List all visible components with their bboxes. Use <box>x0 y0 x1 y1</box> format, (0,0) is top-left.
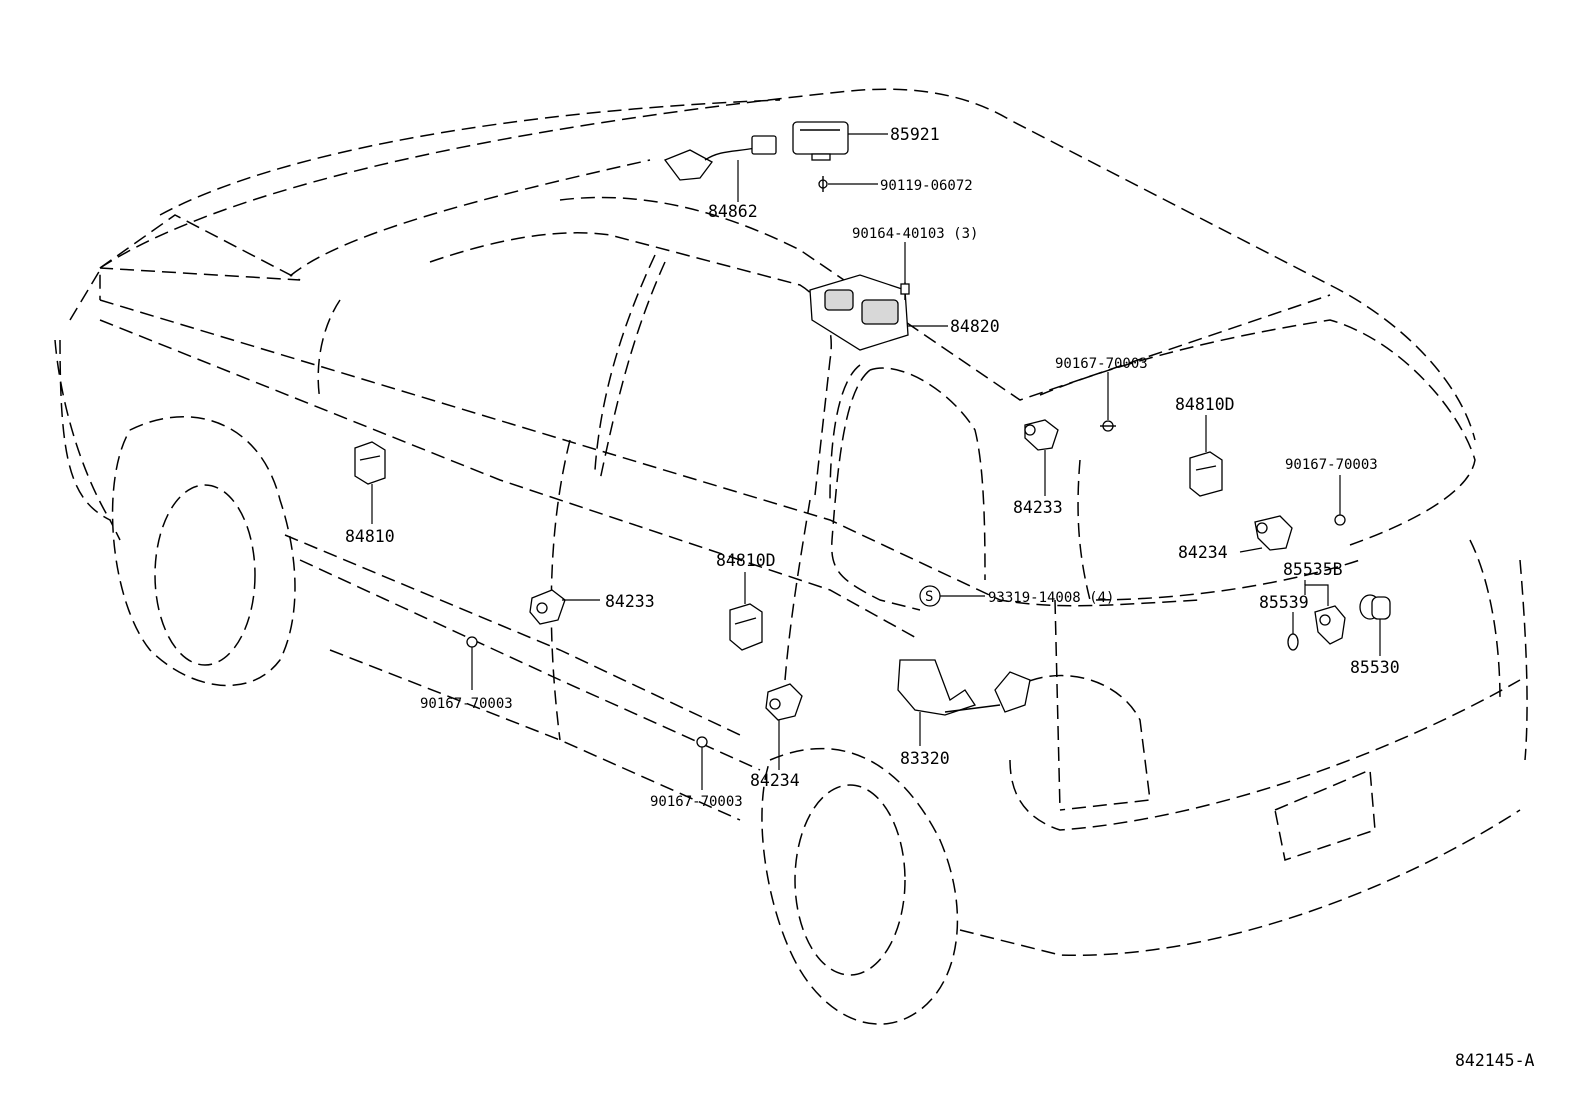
part-84862-wire-harness <box>663 135 777 181</box>
label-90167-70003-slide: 90167-70003 <box>650 794 743 810</box>
label-85535B: 85535B <box>1283 560 1343 579</box>
label-85539: 85539 <box>1259 593 1309 612</box>
part-90164-40103-screw <box>900 282 910 300</box>
s-mark-circle <box>919 585 941 607</box>
label-84233-rear: 84233 <box>1013 498 1063 517</box>
label-84233-front: 84233 <box>605 592 655 611</box>
label-85530: 85530 <box>1350 658 1400 677</box>
label-93319-14008: 93319-14008 (4) <box>988 590 1114 606</box>
part-84820-master-switch <box>809 274 909 351</box>
part-90167-70003-screw-b <box>1334 514 1346 526</box>
part-84234-switch-rear <box>1254 515 1293 551</box>
label-84820: 84820 <box>950 317 1000 336</box>
callout-labels: 85921 90119-06072 84862 90164-40103 (3) … <box>345 125 1535 1070</box>
label-83320: 83320 <box>900 749 950 768</box>
leader-lines <box>371 133 1381 790</box>
label-90167-70003-front: 90167-70003 <box>420 696 513 712</box>
label-85921: 85921 <box>890 125 940 144</box>
diagram-ref-code: 842145-A <box>1455 1051 1535 1070</box>
part-84810D-switch-rear <box>1189 451 1223 497</box>
part-90167-70003-screw-d <box>696 736 708 748</box>
label-84234-slide: 84234 <box>750 771 800 790</box>
part-84810D-switch-slide <box>729 603 763 651</box>
label-84862: 84862 <box>708 202 758 221</box>
label-84810D-slide: 84810D <box>716 551 776 570</box>
vehicle-outline <box>54 88 1528 1025</box>
part-84233-switch-rear-door <box>1024 419 1059 451</box>
label-90167-70003-rear-upper: 90167-70003 <box>1055 356 1148 372</box>
part-84233-switch-front <box>529 589 566 625</box>
label-90164-40103: 90164-40103 (3) <box>852 226 978 242</box>
label-84810: 84810 <box>345 527 395 546</box>
part-84810-switch-front <box>354 441 386 485</box>
part-90167-70003-screw-a <box>1100 420 1116 432</box>
part-90119-06072-bolt <box>818 176 828 192</box>
label-s-mark: S <box>925 589 933 605</box>
label-84810D-rear: 84810D <box>1175 395 1235 414</box>
label-90167-70003-rear-right: 90167-70003 <box>1285 457 1378 473</box>
label-90119-06072: 90119-06072 <box>880 178 973 194</box>
part-85530-bulb <box>1359 594 1391 620</box>
part-83320-fuel-sender <box>897 659 1031 716</box>
part-85921-computer <box>792 121 849 161</box>
label-84234-rear: 84234 <box>1178 543 1228 562</box>
part-85535B-socket <box>1314 605 1346 645</box>
part-85539-gasket <box>1287 633 1299 651</box>
part-84234-switch-slide <box>765 683 803 721</box>
part-90167-70003-screw-c <box>466 636 478 648</box>
